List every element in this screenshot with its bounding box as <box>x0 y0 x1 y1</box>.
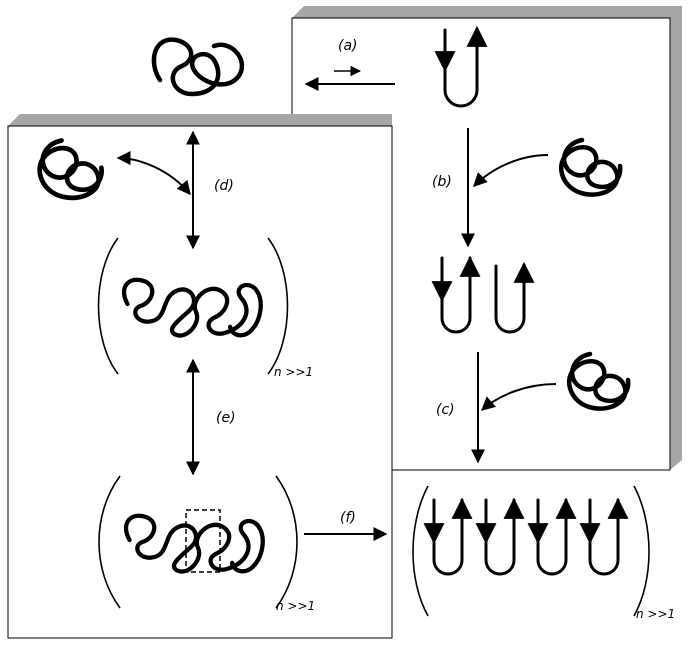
subscript-nucleus: n >>1 <box>276 599 315 613</box>
label-f: (f) <box>340 510 356 526</box>
hairpin-dimer <box>431 255 535 334</box>
amyloid-fibril <box>412 485 650 617</box>
label-c: (c) <box>436 402 455 418</box>
equilibrium-arrows-a <box>304 65 395 91</box>
label-d: (d) <box>214 178 234 194</box>
curved-arrow-c <box>480 383 557 411</box>
label-e: (e) <box>216 410 236 426</box>
amorphous-aggregate <box>97 237 289 375</box>
label-a: (a) <box>338 38 358 54</box>
label-b: (b) <box>432 174 452 190</box>
curved-arrow-b <box>473 154 549 187</box>
hairpin-monomer <box>434 25 488 108</box>
left-panel <box>7 114 393 639</box>
aggregate-with-nucleus <box>98 475 298 609</box>
subscript-fibril: n >>1 <box>636 607 675 621</box>
curved-arrow-d <box>116 151 191 196</box>
subscript-aggregate: n >>1 <box>274 365 313 379</box>
unfolded-protein-top <box>154 40 242 94</box>
